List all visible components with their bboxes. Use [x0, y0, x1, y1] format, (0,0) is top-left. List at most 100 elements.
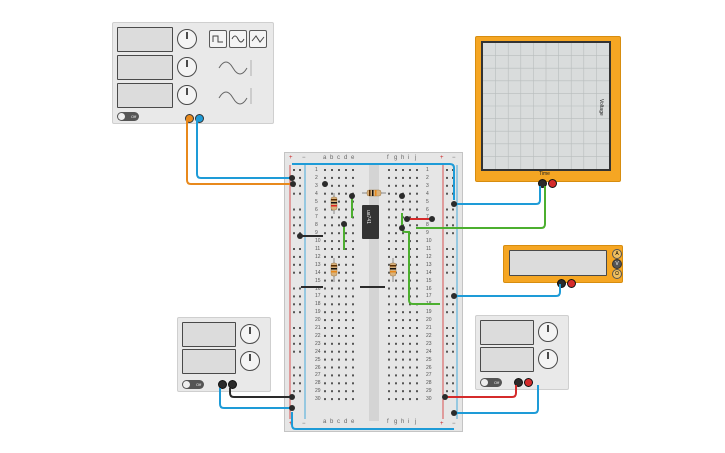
- column-label: c: [337, 419, 340, 425]
- column-label: d: [344, 419, 348, 425]
- oscilloscope-positive-terminal[interactable]: [548, 179, 557, 188]
- row-label: 14: [315, 269, 321, 276]
- negative-terminal[interactable]: [195, 114, 204, 123]
- multimeter-negative-terminal[interactable]: [557, 279, 566, 288]
- column-label: g: [394, 155, 398, 161]
- time-axis-label: Time: [539, 171, 550, 177]
- row-label: 16: [426, 285, 432, 292]
- row-label: 30: [315, 396, 321, 403]
- power-toggle-label: Off: [131, 114, 137, 119]
- column-label: j: [415, 155, 417, 161]
- row-label: 20: [315, 317, 321, 324]
- row-label: 13: [315, 261, 321, 268]
- voltage-knob[interactable]: [538, 322, 558, 342]
- positive-terminal[interactable]: [185, 114, 194, 123]
- row-label: 15: [315, 277, 321, 284]
- column-label: f: [387, 419, 389, 425]
- op-amp-chip[interactable]: ua741: [362, 205, 379, 239]
- positive-terminal[interactable]: [524, 378, 533, 387]
- rail-minus-label-bottom-left: −: [302, 421, 306, 427]
- voltage-display: [480, 320, 534, 345]
- row-label: 18: [426, 301, 432, 308]
- row-label: 22: [315, 332, 321, 339]
- column-label: i: [408, 155, 410, 161]
- positive-terminal[interactable]: [228, 380, 237, 389]
- power-supply-right[interactable]: Off: [475, 315, 569, 390]
- voltage-knob[interactable]: [240, 324, 260, 344]
- offset-knob[interactable]: [177, 85, 197, 105]
- amplitude-knob[interactable]: [177, 57, 197, 77]
- function-generator[interactable]: Off: [112, 22, 274, 124]
- row-label: 30: [426, 396, 432, 403]
- current-knob[interactable]: [240, 351, 260, 371]
- negative-terminal[interactable]: [514, 378, 523, 387]
- row-label: 20: [426, 317, 432, 324]
- mode-voltmeter-button[interactable]: V: [612, 259, 622, 269]
- column-label: b: [330, 155, 334, 161]
- rail-plus-label-top-right: +: [440, 155, 444, 161]
- row-label: 10: [315, 238, 321, 245]
- row-label: 5: [315, 198, 318, 205]
- mode-ammeter-button[interactable]: A: [612, 249, 622, 259]
- power-toggle[interactable]: [480, 378, 502, 387]
- power-toggle[interactable]: [117, 112, 139, 121]
- row-label: 9: [426, 230, 429, 237]
- rail-plus-label-bottom-left: +: [289, 421, 293, 427]
- voltage-axis-label: Voltage: [598, 99, 604, 116]
- multimeter-positive-terminal[interactable]: [567, 279, 576, 288]
- row-label: 23: [315, 340, 321, 347]
- oscilloscope-negative-terminal[interactable]: [538, 179, 547, 188]
- row-label: 26: [426, 364, 432, 371]
- oscilloscope-screen: [481, 41, 611, 171]
- column-label: b: [330, 419, 334, 425]
- power-supply-left[interactable]: Off: [177, 317, 271, 392]
- column-label: a: [323, 419, 327, 425]
- row-label: 7: [315, 214, 318, 221]
- column-label: h: [401, 155, 405, 161]
- column-label: f: [387, 155, 389, 161]
- oscilloscope[interactable]: Time Voltage: [475, 36, 621, 188]
- column-label: e: [351, 155, 355, 161]
- row-label: 21: [315, 325, 321, 331]
- power-toggle-label: Off: [494, 380, 500, 385]
- row-label: 10: [426, 238, 432, 245]
- mode-ohmmeter-button[interactable]: Ω: [612, 269, 622, 279]
- multimeter[interactable]: A V Ω: [503, 245, 623, 288]
- rail-plus-label-bottom-right: +: [440, 421, 444, 427]
- row-label: 21: [426, 325, 432, 331]
- row-label: 19: [426, 309, 432, 316]
- amplitude-graphic-icon: [218, 60, 252, 76]
- row-label: 28: [315, 380, 321, 387]
- row-label: 29: [426, 388, 432, 395]
- current-display: [182, 349, 236, 374]
- row-label: 3: [426, 182, 429, 189]
- triangle-wave-icon[interactable]: [249, 30, 267, 48]
- column-label: c: [337, 155, 340, 161]
- row-label: 27: [426, 372, 432, 379]
- row-label: 24: [315, 348, 321, 355]
- row-label: 4: [315, 190, 318, 197]
- row-label: 6: [315, 206, 318, 213]
- row-label: 25: [426, 356, 432, 363]
- column-label: e: [351, 419, 355, 425]
- multimeter-display: [509, 250, 607, 276]
- current-knob[interactable]: [538, 349, 558, 369]
- square-wave-icon[interactable]: [209, 30, 227, 48]
- row-label: 1: [426, 167, 429, 173]
- offset-graphic-icon: [218, 88, 252, 105]
- wire-orange: [186, 118, 293, 185]
- frequency-knob[interactable]: [177, 29, 197, 49]
- negative-terminal[interactable]: [218, 380, 227, 389]
- power-toggle[interactable]: [182, 380, 204, 389]
- row-label: 17: [426, 293, 432, 300]
- row-label: 7: [426, 214, 429, 221]
- row-label: 8: [426, 222, 429, 229]
- row-label: 9: [315, 230, 318, 237]
- row-label: 12: [426, 253, 432, 260]
- row-label: 11: [426, 246, 432, 252]
- row-label: 19: [315, 309, 321, 316]
- row-label: 6: [426, 206, 429, 213]
- sine-wave-icon[interactable]: [229, 30, 247, 48]
- power-toggle-label: Off: [196, 382, 202, 387]
